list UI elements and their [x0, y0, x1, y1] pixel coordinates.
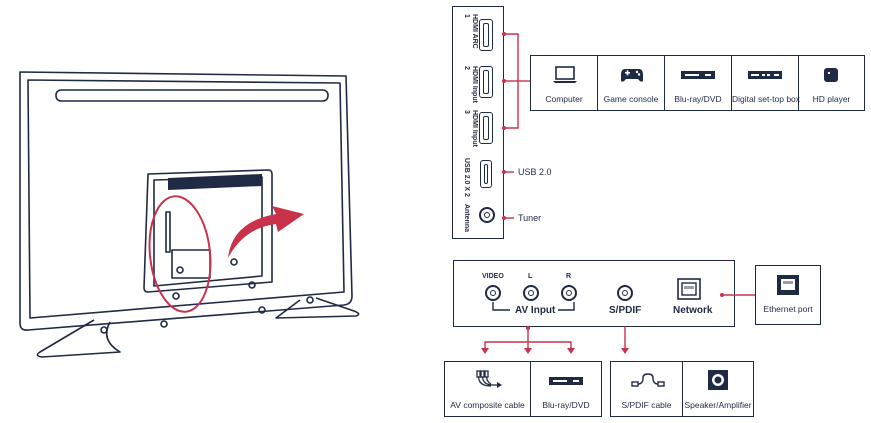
disc-player-icon	[549, 377, 583, 385]
device-spdif-cable: S/PDIF cable	[611, 362, 683, 416]
av-connector-lines	[481, 326, 629, 354]
usb-port-icon[interactable]	[480, 160, 492, 188]
r-label: R	[566, 273, 572, 280]
antenna-label: Antenna	[463, 204, 470, 232]
set-top-box-icon	[748, 71, 782, 79]
hdmi-port-icon[interactable]	[479, 112, 493, 144]
network-label: Network	[673, 305, 713, 316]
spdif-cable-icon	[631, 373, 665, 387]
spdif-label: S/PDIF	[609, 305, 642, 316]
bottom-connector-panel	[453, 260, 735, 327]
usb-target-label: USB 2.0	[518, 167, 552, 177]
speaker-icon	[708, 370, 728, 390]
ethernet-device-box: Ethernet port	[755, 265, 821, 325]
gamepad-icon	[621, 69, 643, 82]
side-connector-panel	[452, 6, 504, 239]
device-game-console: Game console	[598, 56, 665, 110]
tuner-label: Tuner	[518, 213, 542, 223]
video-label: VIDEO	[482, 273, 504, 280]
device-speaker-amplifier: Speaker/Amplifier	[683, 362, 753, 416]
device-set-top-box: Digital set-top box	[732, 56, 801, 110]
hdmi-devices-box	[530, 55, 865, 111]
network-port-icon[interactable]	[677, 278, 701, 300]
ethernet-port-icon	[777, 275, 799, 295]
device-label: Speaker/Amplifier	[684, 400, 752, 410]
device-hd-player: HD player	[799, 56, 864, 110]
hdmi-port-icon[interactable]	[479, 66, 493, 98]
device-label: HD player	[812, 94, 851, 104]
hdmi-2-label: HDMI Input 2	[463, 66, 478, 103]
network-connector-line	[720, 293, 756, 297]
device-label: Game console	[603, 94, 659, 104]
tv-rear-illustration	[19, 71, 360, 358]
av-input-bracket	[492, 302, 575, 311]
device-bluray: Blu-ray/DVD	[665, 56, 732, 110]
device-label: Digital set-top box	[732, 94, 801, 104]
av-devices-box	[444, 361, 602, 417]
antenna-port-icon[interactable]	[479, 207, 495, 223]
hdmi-3-label: HDMI Input 3	[463, 110, 478, 147]
ethernet-label: Ethernet port	[763, 304, 813, 314]
av-input-label: AV Input	[515, 305, 556, 316]
hdmi-port-icon[interactable]	[479, 19, 493, 51]
video-jack-icon[interactable]	[485, 285, 501, 301]
device-label: AV composite cable	[450, 400, 525, 410]
composite-cable-icon	[476, 370, 502, 388]
media-player-icon	[824, 68, 838, 82]
spdif-jack-icon[interactable]	[617, 285, 633, 301]
audio-l-jack-icon[interactable]	[523, 285, 539, 301]
usb-label: USB 2.0 X 2	[463, 158, 470, 197]
device-av-bluray: Blu-ray/DVD	[531, 362, 601, 416]
device-computer: Computer	[531, 56, 598, 110]
hdmi-1-label: HDMI ARC 1	[463, 14, 478, 49]
device-label: S/PDIF cable	[621, 400, 672, 410]
device-av-composite-cable: AV composite cable	[445, 362, 531, 416]
device-label: Computer	[545, 94, 583, 104]
laptop-icon	[553, 66, 577, 83]
device-label: Blu-ray/DVD	[542, 400, 590, 410]
side-connector-lines	[502, 32, 530, 220]
audio-r-jack-icon[interactable]	[561, 285, 577, 301]
device-label: Blu-ray/DVD	[674, 94, 722, 104]
disc-player-icon	[681, 71, 715, 79]
l-label: L	[528, 273, 533, 280]
